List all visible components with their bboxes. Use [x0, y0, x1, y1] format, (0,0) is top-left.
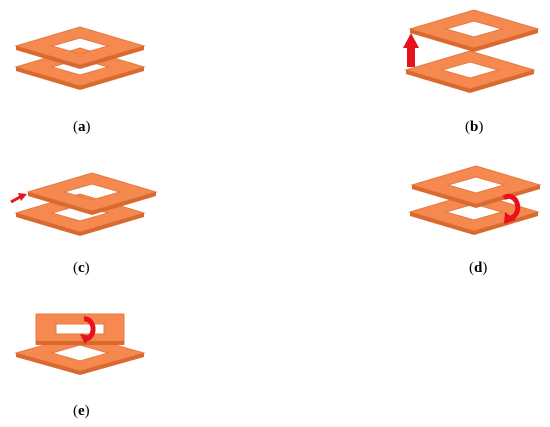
upper-frame — [14, 26, 146, 69]
panel-c-label: (c) — [73, 260, 90, 276]
upper-frame-vertical — [35, 313, 125, 345]
panel-e-drawing — [14, 313, 146, 375]
panel-d-drawing — [408, 165, 542, 235]
panel-a-drawing — [14, 26, 146, 90]
panel-d-label: (d) — [469, 260, 488, 276]
panel-d: (d) — [390, 150, 550, 280]
lower-frame — [404, 50, 536, 93]
panel-b-label: (b) — [465, 119, 484, 135]
upper-frame — [410, 165, 542, 208]
rotate-arrow-icon — [80, 316, 96, 344]
arrow-up-icon — [403, 33, 419, 67]
panel-a-label: (a) — [73, 119, 91, 135]
arrow-right-icon — [10, 193, 27, 204]
upper-frame — [26, 172, 158, 215]
panel-e-label: (e) — [73, 403, 90, 419]
panel-c: (c) — [0, 150, 170, 280]
upper-frame — [408, 9, 540, 52]
panel-a: (a) — [0, 0, 160, 140]
panel-b-drawing — [403, 9, 540, 93]
rotate-arrow-icon — [502, 193, 521, 224]
panel-c-drawing — [10, 172, 158, 236]
panel-b: (b) — [390, 0, 550, 140]
panel-e: (e) — [0, 300, 160, 427]
